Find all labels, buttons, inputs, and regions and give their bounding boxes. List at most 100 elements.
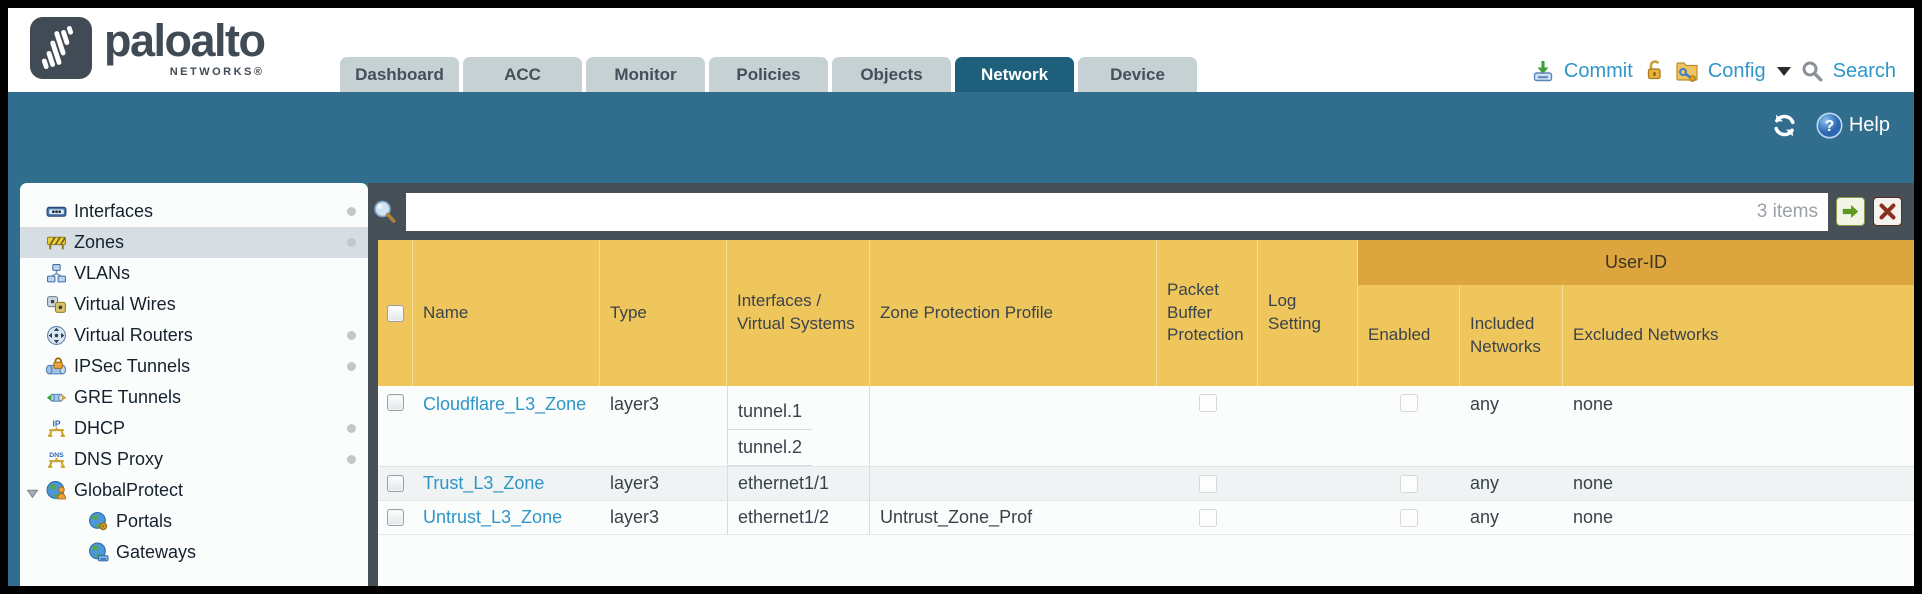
tab-dashboard[interactable]: Dashboard	[340, 57, 459, 92]
sidebar-item-zones[interactable]: Zones	[20, 227, 368, 258]
column-header-included-networks[interactable]: Included Networks	[1460, 240, 1563, 386]
apply-filter-button[interactable]	[1836, 197, 1865, 226]
user-id-group-header: User-ID	[1358, 240, 1914, 285]
filter-search-icon[interactable]	[372, 199, 398, 225]
interface-entry: tunnel.2	[728, 430, 813, 466]
zone-name-cell: Untrust_L3_Zone	[413, 501, 600, 534]
svg-text:IP: IP	[53, 418, 61, 428]
included-networks-cell: any	[1470, 473, 1500, 493]
zone-name-link[interactable]: Trust_L3_Zone	[423, 473, 545, 493]
tab-acc[interactable]: ACC	[463, 57, 582, 92]
zone-type-cell: layer3	[610, 507, 660, 527]
zone-name-link[interactable]: Cloudflare_L3_Zone	[423, 394, 587, 414]
config-dropdown-caret[interactable]	[1776, 66, 1791, 76]
brand-name: paloalto	[104, 15, 266, 66]
commit-icon[interactable]	[1531, 59, 1555, 83]
help-button[interactable]: Help	[1848, 114, 1890, 136]
sidebar-item-ipsec-tunnels[interactable]: IPSec Tunnels	[20, 351, 368, 382]
zones-icon	[46, 232, 67, 253]
tab-policies[interactable]: Policies	[709, 57, 828, 92]
status-dot	[347, 238, 356, 247]
sidebar-item-label: Interfaces	[74, 201, 154, 221]
status-dot	[347, 331, 356, 340]
sidebar-item-label: GRE Tunnels	[74, 387, 182, 407]
column-header-enabled[interactable]: Enabled	[1358, 240, 1460, 386]
filter-toolbar: 3 items	[368, 183, 1914, 240]
row-checkbox-cell	[378, 467, 413, 500]
sidebar-item-portals[interactable]: Portals	[20, 506, 368, 537]
filter-input-box: 3 items	[406, 192, 1828, 231]
row-checkbox[interactable]	[387, 509, 404, 526]
zone-name-cell: Cloudflare_L3_Zone	[413, 386, 600, 466]
excluded-networks-cell: none	[1573, 473, 1614, 493]
included-networks-cell: any	[1470, 394, 1500, 414]
tab-device[interactable]: Device	[1078, 57, 1197, 92]
dns-proxy-icon: DNS	[46, 449, 67, 470]
column-header-zone-protection-profile[interactable]: Zone Protection Profile	[870, 240, 1157, 386]
select-all-checkbox[interactable]	[386, 304, 404, 322]
row-checkbox[interactable]	[387, 475, 404, 492]
column-header-packet-buffer-protection[interactable]: Packet Buffer Protection	[1157, 240, 1258, 386]
zone-protection-profile-cell	[870, 467, 1157, 500]
tab-objects[interactable]: Objects	[832, 57, 951, 92]
sidebar-item-virtual-routers[interactable]: Virtual Routers	[20, 320, 368, 351]
zone-protection-profile-cell: Untrust_Zone_Prof	[880, 507, 1033, 527]
tab-network[interactable]: Network	[955, 57, 1074, 92]
status-dot	[347, 207, 356, 216]
config-icon[interactable]	[1675, 59, 1699, 83]
sidebar-item-gre-tunnels[interactable]: GRE Tunnels	[20, 382, 368, 413]
refresh-icon[interactable]	[1771, 112, 1798, 139]
row-checkbox[interactable]	[387, 394, 404, 411]
interface-entry: tunnel.1	[728, 394, 813, 430]
sidebar-item-interfaces[interactable]: Interfaces	[20, 196, 368, 227]
column-header-name[interactable]: Name	[413, 240, 600, 386]
column-header-interfaces-virtual-systems[interactable]: Interfaces / Virtual Systems	[727, 240, 870, 386]
search-button[interactable]: Search	[1832, 59, 1896, 82]
sidebar-item-label: Virtual Wires	[74, 294, 176, 314]
packet-buffer-protection-checkbox[interactable]	[1198, 394, 1217, 412]
column-header-type[interactable]: Type	[600, 240, 727, 386]
packet-buffer-protection-checkbox[interactable]	[1198, 508, 1217, 527]
items-count: 3 items	[1756, 200, 1818, 222]
zone-name-cell: Trust_L3_Zone	[413, 467, 600, 500]
packet-buffer-protection-checkbox[interactable]	[1198, 474, 1217, 493]
status-dot	[347, 362, 356, 371]
commit-button[interactable]: Commit	[1563, 59, 1633, 82]
included-networks-cell: any	[1470, 507, 1500, 527]
user-id-enabled-checkbox[interactable]	[1400, 508, 1418, 527]
user-id-enabled-checkbox[interactable]	[1400, 394, 1418, 412]
virtual-routers-icon	[46, 325, 67, 346]
clear-filter-button[interactable]	[1873, 197, 1902, 226]
interfaces-icon	[46, 201, 67, 222]
expander-triangle-icon[interactable]	[26, 484, 39, 499]
search-icon[interactable]	[1800, 59, 1824, 83]
zone-protection-profile-cell	[870, 386, 1157, 466]
log-setting-cell	[1258, 386, 1358, 466]
lock-icon[interactable]	[1642, 59, 1666, 83]
help-icon[interactable]: ?	[1816, 112, 1843, 139]
filter-input[interactable]	[416, 200, 1749, 223]
user-id-enabled-checkbox[interactable]	[1400, 474, 1418, 493]
user-id-enabled-cell	[1358, 467, 1460, 500]
sidebar-item-gateways[interactable]: Gateways	[20, 537, 368, 568]
sidebar-item-vlans[interactable]: VLANs	[20, 258, 368, 289]
config-button[interactable]: Config	[1707, 59, 1766, 82]
column-header-excluded-networks[interactable]: Excluded Networks	[1573, 325, 1719, 345]
tab-monitor[interactable]: Monitor	[586, 57, 705, 92]
sidebar-item-label: Zones	[74, 232, 125, 252]
packet-buffer-protection-cell	[1157, 501, 1258, 534]
sidebar-item-globalprotect[interactable]: GlobalProtect	[20, 475, 368, 506]
zone-name-link[interactable]: Untrust_L3_Zone	[423, 507, 563, 527]
sidebar-item-virtual-wires[interactable]: Virtual Wires	[20, 289, 368, 320]
interfaces-cell: ethernet1/1	[727, 467, 870, 500]
brand-subtitle: NETWORKS®	[169, 66, 265, 78]
column-header-log-setting[interactable]: Log Setting	[1258, 240, 1358, 386]
